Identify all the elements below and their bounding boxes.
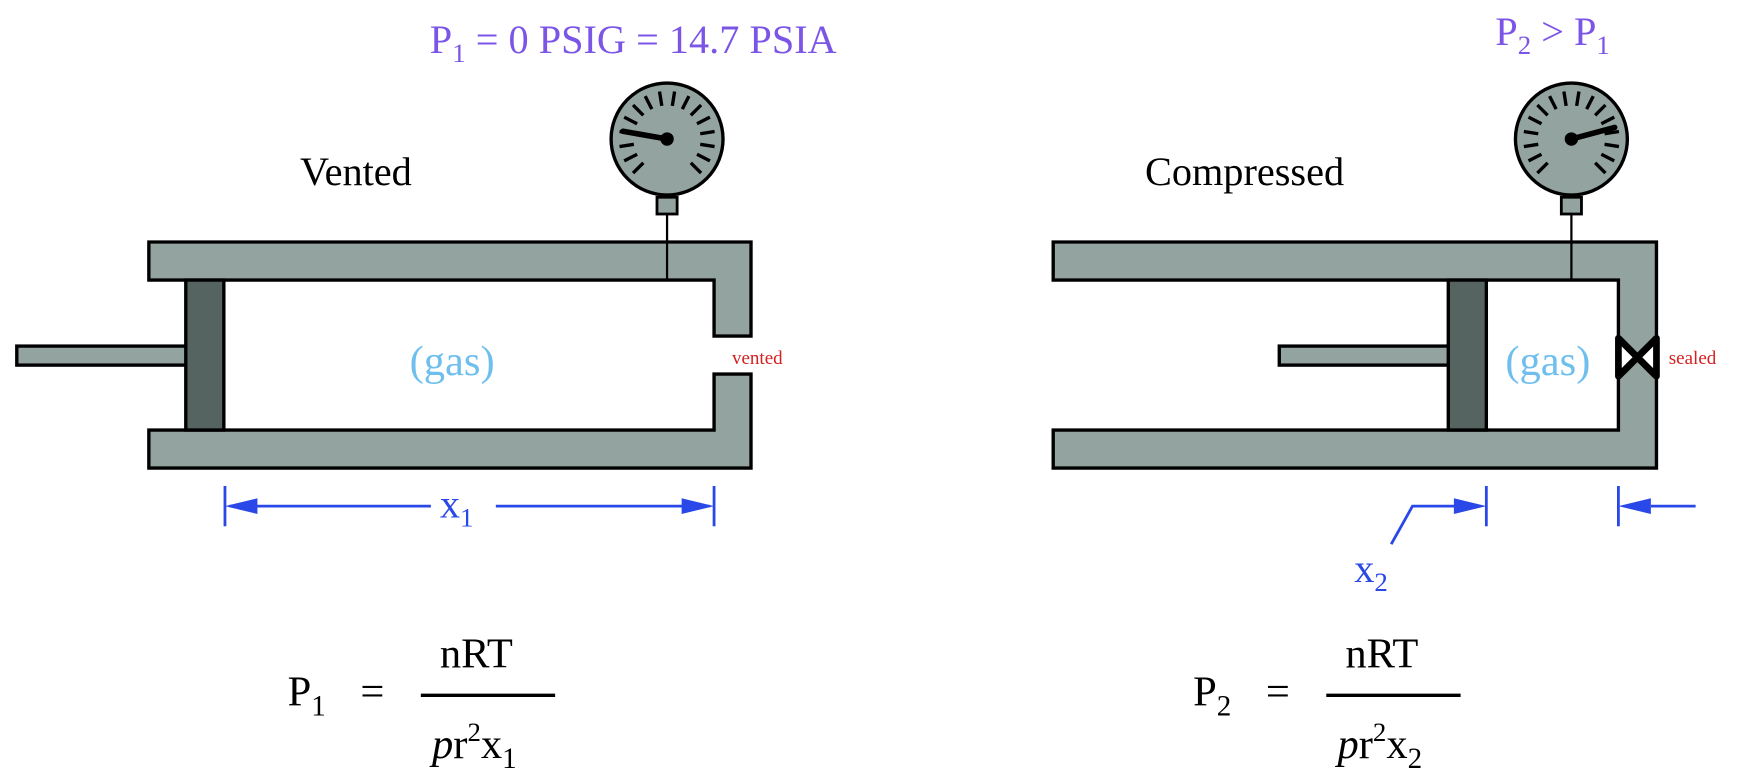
right-gauge-stem [1559,195,1583,216]
sealed-valve-icon [1615,334,1660,380]
right-equation-numerator: nRT [1345,630,1418,677]
left-title: Vented [300,149,412,194]
compressed-cylinder-assembly: P2 > P1 Compressed (gas) sealed x2 [1051,9,1717,775]
right-port-label: sealed [1669,348,1717,369]
gauge-tick [689,161,703,175]
right-piston-rod [1277,344,1452,367]
right-pressure-gauge-icon [1513,81,1630,197]
gauge-tick [1604,142,1620,149]
gauge-tick [699,129,715,136]
gauge-tick [1527,152,1543,163]
gauge-tick [680,95,691,110]
right-piston [1446,278,1489,432]
gauge-tick [1574,91,1581,107]
gauge-tick [1523,129,1539,136]
gauge-tick [623,115,638,126]
left-equation-denominator: pr2x1 [429,717,517,775]
gauge-tick [696,152,711,163]
gauge-tick [1593,161,1607,175]
gauge-needle [620,128,670,142]
left-dimension-label: x1 [440,481,474,532]
gauge-tick [623,152,638,163]
gauge-tick [670,91,677,107]
gauge-tick [1600,152,1616,163]
left-cylinder-bottom [147,372,753,470]
left-gas-label: (gas) [410,338,495,385]
gauge-tick [1604,129,1620,136]
gauge-hub [660,132,674,146]
gauge-tick [619,142,635,149]
gauge-tick [1523,142,1539,149]
svg-text:=: = [360,668,384,715]
right-dimension-x2: x2 [1354,485,1696,597]
gauge-tick [1562,91,1568,107]
left-piston-rod [15,344,189,367]
left-pressure-gauge-icon [609,81,725,197]
right-pressure-label: P2 > P1 [1495,9,1610,60]
left-dimension-x1: x1 [223,481,716,532]
gauge-tick [699,142,715,149]
svg-text:P2: P2 [1193,668,1231,722]
right-cylinder-body [1051,240,1659,470]
svg-text:P1: P1 [288,668,326,722]
left-piston [184,278,226,432]
gauge-needle [1568,124,1618,142]
gauge-tick [1527,115,1543,126]
gauge-tick [631,161,645,175]
gauge-tick [1593,103,1607,117]
right-title: Compressed [1145,149,1344,194]
gauge-tick [643,95,654,110]
gauge-tick [657,91,664,107]
left-pressure-label: P1 = 0 PSIG = 14.7 PSIA [430,17,837,68]
gauge-tick [631,103,645,117]
gauge-tick [1536,161,1549,175]
gauge-tick [1536,103,1549,117]
gauge-tick [689,103,703,117]
gauge-tick [696,115,711,126]
left-gauge-stem [655,195,679,216]
gauge-tick [1548,95,1558,110]
vented-cylinder-assembly: P1 = 0 PSIG = 14.7 PSIA Vented (gas) ven… [15,17,837,775]
left-equation: P1 = nRT pr2x1 [288,630,556,775]
right-gas-label: (gas) [1505,338,1590,385]
right-equation: P2 = nRT pr2x2 [1193,630,1461,775]
svg-text:=: = [1266,668,1290,715]
left-port-label: vented [732,348,783,369]
gauge-tick [1600,115,1616,126]
left-cylinder-body [147,240,753,338]
gauge-tick [1585,95,1595,110]
left-equation-numerator: nRT [440,630,513,677]
gauge-hub [1564,132,1579,146]
right-dimension-label: x2 [1354,546,1388,597]
right-equation-denominator: pr2x2 [1334,717,1422,775]
